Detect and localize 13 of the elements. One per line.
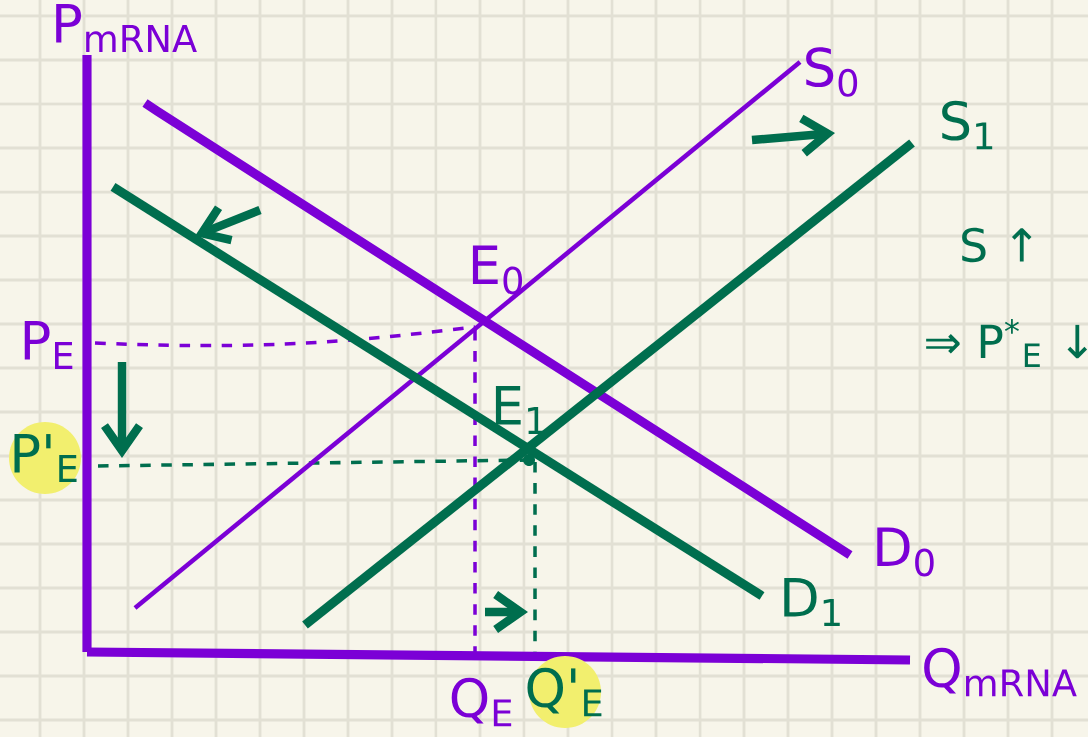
curve-label: S$_{1}$ — [942, 100, 993, 150]
curve-label: D$_{1}$ — [784, 578, 840, 626]
curve-label: S$_{0}$ — [806, 47, 858, 97]
axis-label: P$_{E}$ — [24, 321, 73, 369]
axis-label: Q'$_{E}$ — [527, 656, 602, 728]
axis-label: P$_{mRNA}$ — [56, 4, 197, 52]
note-text: S ↑ — [962, 227, 1032, 263]
axis-label: Q$_{mRNA}$ — [924, 647, 1077, 697]
axis-label: Q$_{E}$ — [451, 677, 512, 727]
curve-label: D$_{0}$ — [877, 527, 934, 577]
axis-label: P'$_{E}$ — [9, 422, 81, 494]
point-label: E$_{0}$ — [472, 245, 523, 295]
note-text: ⇒ P$^{*}$$_{E}$ ↓ — [926, 319, 1088, 367]
